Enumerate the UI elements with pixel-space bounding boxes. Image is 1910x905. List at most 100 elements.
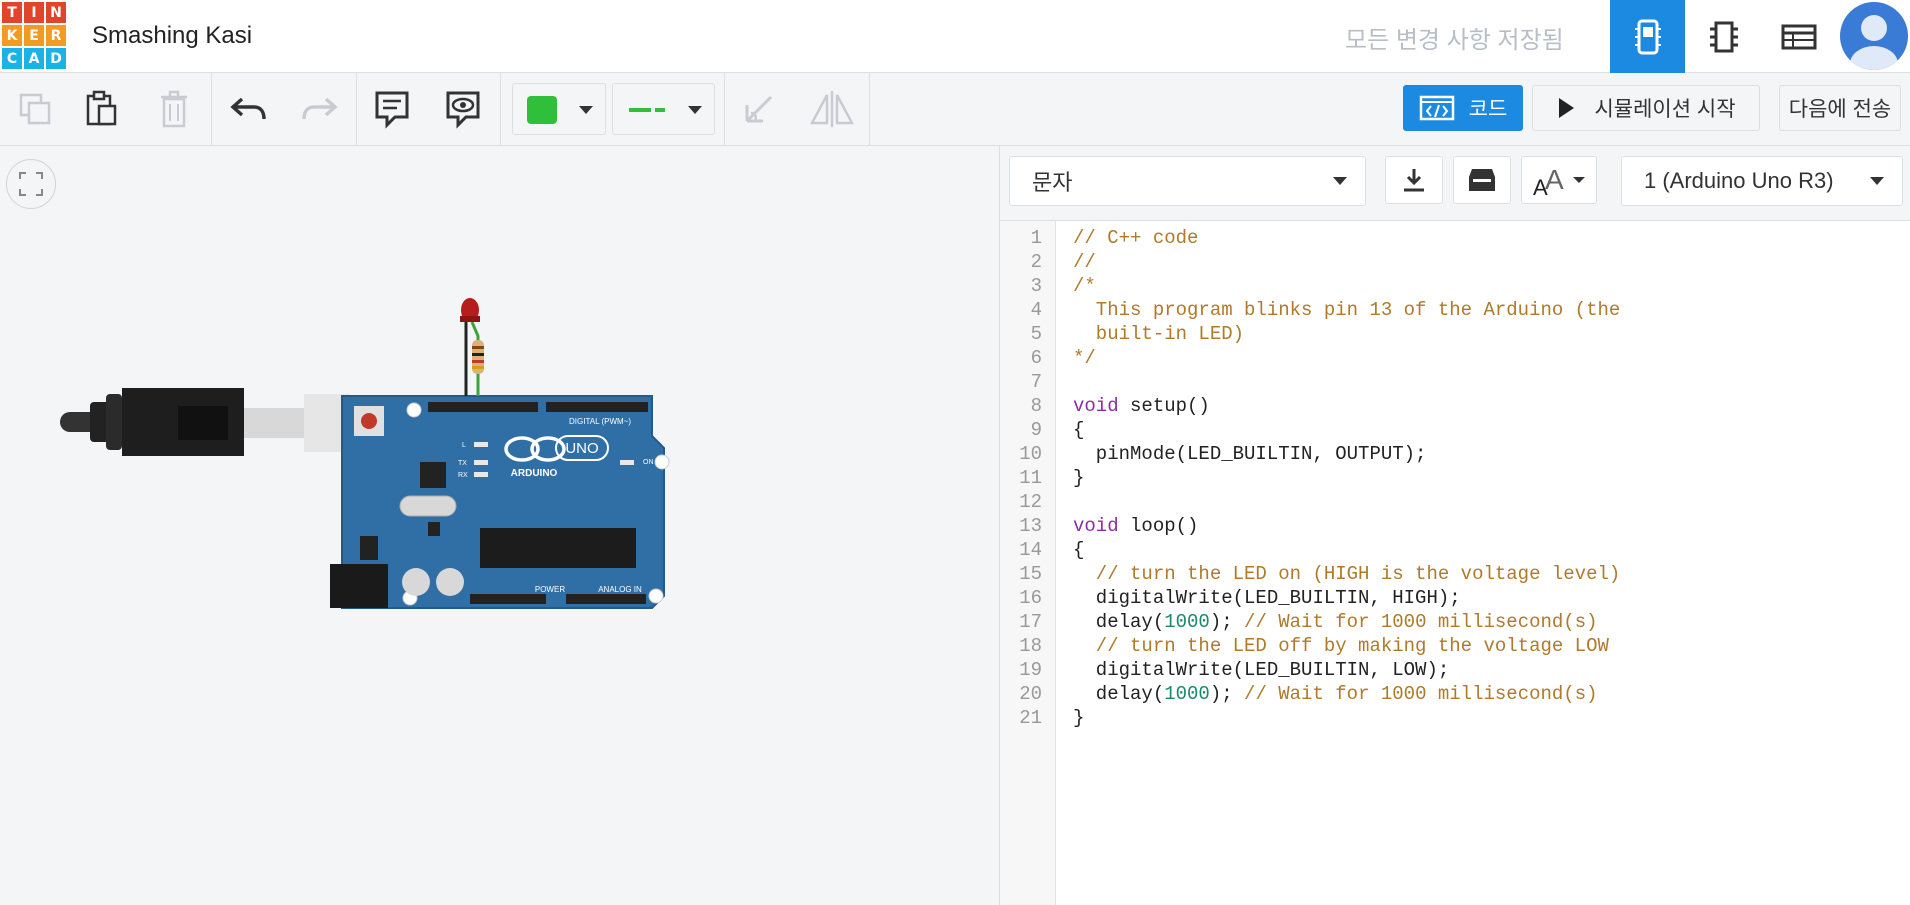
- undo-icon: [230, 97, 266, 120]
- start-simulation-button[interactable]: 시뮬레이션 시작: [1532, 85, 1760, 131]
- line-number: 15: [1019, 563, 1042, 585]
- code-line[interactable]: 9{: [1000, 418, 1910, 442]
- line-content: void loop(): [1073, 514, 1198, 538]
- color-swatch: [527, 96, 557, 124]
- code-line[interactable]: 7: [1000, 370, 1910, 394]
- arduino-uno-board[interactable]: [330, 395, 670, 609]
- flip-button[interactable]: [797, 73, 867, 145]
- code-line[interactable]: 10 pinMode(LED_BUILTIN, OUTPUT);: [1000, 442, 1910, 466]
- line-number: 14: [1019, 539, 1042, 561]
- code-line[interactable]: 21}: [1000, 706, 1910, 730]
- svg-text:A: A: [1545, 164, 1564, 195]
- circuit-board-icon: [1634, 19, 1661, 54]
- code-line[interactable]: 18 // turn the LED off by making the vol…: [1000, 634, 1910, 658]
- code-line[interactable]: 15 // turn the LED on (HIGH is the volta…: [1000, 562, 1910, 586]
- code-editor-icon: [1419, 95, 1454, 121]
- project-title[interactable]: Smashing Kasi: [92, 22, 253, 49]
- code-token: 1000: [1164, 683, 1210, 705]
- delete-button[interactable]: [139, 73, 209, 145]
- circuit-canvas[interactable]: UNO ARDUINO DIGITAL (PWM~) POWER ANALOG …: [0, 146, 999, 905]
- library-button[interactable]: [1453, 156, 1511, 204]
- code-line[interactable]: 6*/: [1000, 346, 1910, 370]
- line-number: 1: [1030, 227, 1042, 249]
- component-list-button[interactable]: [1761, 0, 1836, 73]
- copy-button[interactable]: [0, 73, 70, 145]
- notes-toggle-button[interactable]: [428, 73, 498, 145]
- line-content: //: [1073, 250, 1096, 274]
- line-number: 17: [1019, 611, 1042, 633]
- code-line[interactable]: 14 {: [1000, 538, 1910, 562]
- circuit-view-button[interactable]: [1610, 0, 1685, 73]
- line-content: }: [1073, 466, 1084, 490]
- code-token: // C++ code: [1073, 227, 1199, 249]
- code-button-label: 코드: [1468, 98, 1508, 121]
- logo-letter: E: [24, 25, 44, 46]
- undo-button[interactable]: [214, 73, 284, 145]
- usb-cable[interactable]: [60, 388, 350, 456]
- font-size-dropdown[interactable]: A A: [1521, 156, 1597, 204]
- code-token: void: [1073, 515, 1119, 537]
- code-line[interactable]: 2 //: [1000, 250, 1910, 274]
- code-line[interactable]: 3/*: [1000, 274, 1910, 298]
- code-token: pinMode(LED_BUILTIN, OUTPUT);: [1073, 443, 1427, 465]
- line-number: 19: [1019, 659, 1042, 681]
- line-content: {: [1073, 418, 1084, 442]
- line-number: 8: [1030, 395, 1042, 417]
- analog-header-label: ANALOG IN: [598, 585, 642, 594]
- line-content: /*: [1073, 274, 1096, 298]
- led-with-resistor[interactable]: [460, 298, 484, 396]
- code-line[interactable]: 16 digitalWrite(LED_BUILTIN, HIGH);: [1000, 586, 1910, 610]
- wire-color-dropdown[interactable]: [512, 83, 606, 135]
- code-token: delay(: [1073, 611, 1165, 633]
- code-line[interactable]: 12: [1000, 490, 1910, 514]
- line-number: 10: [1019, 443, 1042, 465]
- wire-line-icon: [629, 108, 665, 112]
- code-token: digitalWrite(LED_BUILTIN, HIGH);: [1073, 587, 1461, 609]
- fit-view-icon: [19, 172, 43, 196]
- code-line[interactable]: 17 delay(1000); // Wait for 1000 millise…: [1000, 610, 1910, 634]
- line-number: 7: [1030, 371, 1042, 393]
- line-content: built-in LED): [1073, 322, 1244, 346]
- code-editor-text[interactable]: 1 // C++ code 2 //3/*4 This program blinks …: [1000, 226, 1910, 730]
- code-line[interactable]: 1 // C++ code: [1000, 226, 1910, 250]
- code-line[interactable]: 19 digitalWrite(LED_BUILTIN, LOW);: [1000, 658, 1910, 682]
- code-editor-toolbar: 문자 A A: [1000, 146, 1910, 221]
- note-button[interactable]: [357, 73, 427, 145]
- redo-button[interactable]: [284, 73, 354, 145]
- font-size-icon: A A: [1533, 164, 1585, 197]
- code-token: digitalWrite(LED_BUILTIN, LOW);: [1073, 659, 1450, 681]
- arduino-circuit[interactable]: UNO ARDUINO DIGITAL (PWM~) POWER ANALOG …: [60, 296, 680, 696]
- wire-type-dropdown[interactable]: [612, 83, 715, 135]
- code-token: built-in LED): [1073, 323, 1245, 345]
- download-code-button[interactable]: [1385, 156, 1443, 204]
- play-icon: [1559, 98, 1575, 118]
- zoom-fit-button[interactable]: [6, 159, 56, 209]
- user-avatar[interactable]: [1840, 2, 1908, 70]
- line-content: This program blinks pin 13 of the Arduin…: [1073, 298, 1621, 322]
- line-number: 2: [1030, 251, 1042, 273]
- code-token: /*: [1073, 275, 1096, 297]
- code-button[interactable]: 코드: [1403, 85, 1523, 131]
- code-mode-select[interactable]: 문자: [1009, 156, 1366, 206]
- code-line[interactable]: 5 built-in LED): [1000, 322, 1910, 346]
- device-select[interactable]: 1 (Arduino Uno R3): [1621, 156, 1903, 206]
- code-line[interactable]: 11}: [1000, 466, 1910, 490]
- line-number: 18: [1019, 635, 1042, 657]
- line-number: 16: [1019, 587, 1042, 609]
- clipboard-icon: [86, 90, 117, 126]
- rotate-button[interactable]: [724, 73, 794, 145]
- code-line[interactable]: 20 delay(1000); // Wait for 1000 millise…: [1000, 682, 1910, 706]
- code-token: This program blinks pin 13 of the Arduin…: [1073, 299, 1621, 321]
- send-to-button[interactable]: 다음에 전송: [1779, 85, 1901, 131]
- paste-button[interactable]: [66, 73, 136, 145]
- send-button-label: 다음에 전송: [1788, 98, 1892, 121]
- code-token: {: [1073, 539, 1085, 561]
- code-line[interactable]: 4 This program blinks pin 13 of the Ardu…: [1000, 298, 1910, 322]
- edit-toolbar: 코드 시뮬레이션 시작 다음에 전송: [0, 73, 1910, 146]
- code-token: // turn the LED off by making the voltag…: [1073, 635, 1609, 657]
- schematic-view-button[interactable]: [1686, 0, 1761, 73]
